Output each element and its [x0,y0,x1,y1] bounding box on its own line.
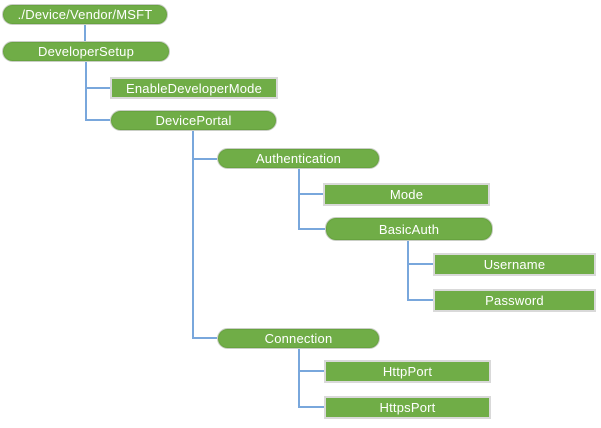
connector-branch-mode [299,193,323,195]
node-password: Password [433,289,596,312]
node-authentication: Authentication [217,148,380,169]
node-developersetup: DeveloperSetup [2,41,170,62]
node-enabledevelopermode: EnableDeveloperMode [110,77,278,99]
node-device-vendor-msft: ./Device/Vendor/MSFT [2,4,168,25]
connector-branch-deviceportal [86,119,110,121]
connector-root-developersetup [84,25,86,41]
connector-branch-enabledevelopermode [86,87,110,89]
connector-basicauth-trunk [407,241,409,301]
node-basicauth: BasicAuth [325,217,493,241]
connector-branch-authentication [193,158,217,160]
connector-branch-basicauth [299,228,325,230]
node-deviceportal: DevicePortal [110,110,277,131]
node-httpport: HttpPort [324,360,491,383]
connector-developersetup-trunk [85,62,87,121]
connector-deviceportal-trunk [192,131,194,339]
connector-branch-httpport [299,370,324,372]
connector-branch-username [408,263,433,265]
node-mode: Mode [323,183,490,206]
connector-branch-password [408,299,433,301]
connector-connection-trunk [298,349,300,408]
node-httpsport: HttpsPort [324,396,491,419]
connector-branch-httpsport [299,406,324,408]
connector-branch-connection [193,337,217,339]
node-connection: Connection [217,328,380,349]
connector-authentication-trunk [298,169,300,230]
node-username: Username [433,253,596,276]
